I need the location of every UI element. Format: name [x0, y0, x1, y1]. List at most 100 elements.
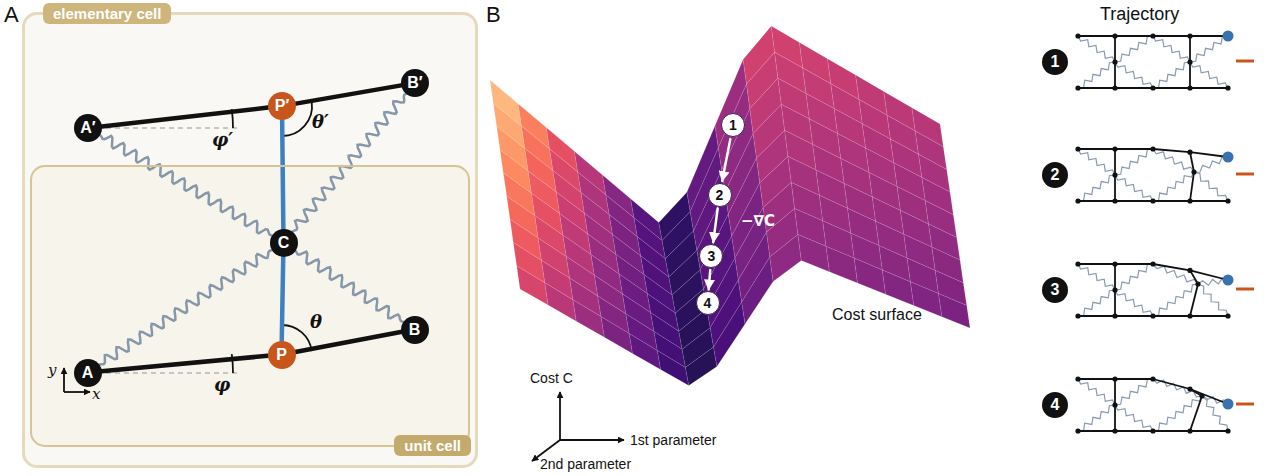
spring [1194, 157, 1228, 172]
spring [1078, 264, 1115, 290]
joint [1150, 33, 1155, 38]
bar [1115, 263, 1153, 265]
joint [1150, 428, 1155, 433]
spring [1115, 36, 1153, 62]
parameter-axes [532, 392, 624, 461]
cell-name: unit cell [404, 437, 461, 454]
bar [1115, 148, 1153, 150]
cell-name: elementary cell [53, 5, 161, 22]
trajectory-point: 4 [696, 291, 720, 315]
spring [1078, 149, 1115, 175]
joint [1112, 376, 1117, 381]
joint [1225, 85, 1230, 90]
axis-arrow [560, 439, 624, 441]
rigid-bar [296, 85, 401, 103]
step-number: 3 [1042, 277, 1068, 303]
target-line [1236, 60, 1254, 63]
joint [1225, 313, 1230, 318]
spring [1115, 264, 1153, 290]
node-letter: 1 [729, 118, 737, 132]
joint [1075, 85, 1080, 90]
spring [1153, 62, 1190, 88]
unit-cell-ground [30, 165, 470, 447]
spring-link [292, 94, 406, 232]
spring [1078, 62, 1115, 88]
axis-arrow [559, 392, 561, 440]
descent-arrow [713, 209, 717, 243]
bar [1114, 149, 1116, 175]
bar [1114, 62, 1116, 88]
surface-facet [685, 347, 717, 386]
bar [1078, 148, 1115, 150]
spring [1115, 290, 1153, 316]
spring [1115, 379, 1153, 405]
step-number: 4 [1042, 392, 1068, 418]
spring [1153, 264, 1198, 284]
bar [1189, 62, 1191, 88]
rigid-bar [101, 356, 267, 371]
panel-letter: A [4, 2, 19, 27]
target-line [1236, 288, 1254, 291]
joint [1187, 198, 1192, 203]
spring [1078, 175, 1115, 201]
bar [1114, 175, 1116, 201]
surface-facet [573, 300, 605, 338]
spring-link [99, 250, 272, 365]
joint [1191, 169, 1196, 174]
bar [1190, 172, 1194, 201]
joint [1112, 402, 1117, 407]
spring-link [100, 135, 271, 235]
joint [1187, 59, 1192, 64]
surface-facet [601, 317, 633, 354]
node-letter: A′ [80, 120, 95, 136]
node-letter: P′ [275, 98, 290, 114]
joint [1199, 393, 1204, 398]
joint [1225, 428, 1230, 433]
joint [1075, 198, 1080, 203]
joint [1112, 33, 1117, 38]
lattice [1075, 376, 1254, 433]
surface-facet [826, 246, 858, 283]
joint-node: B [401, 316, 429, 344]
cost-surface [490, 26, 970, 386]
bar [1114, 36, 1116, 62]
angle-label: φ [214, 375, 230, 396]
joint [1223, 31, 1234, 42]
node-letter: 4 [1051, 397, 1060, 413]
joint [1112, 146, 1117, 151]
pivot-node: P [268, 341, 296, 369]
spring [1190, 36, 1228, 62]
spring [1078, 379, 1115, 405]
node-letter: 1 [1051, 54, 1060, 70]
surface-facet [714, 302, 746, 367]
lattice [1075, 261, 1254, 318]
joint [1187, 386, 1192, 391]
x-axis-arrow [64, 391, 90, 393]
joint-node: A′ [74, 114, 102, 142]
surface-label: Cost surface [832, 306, 922, 324]
surface-facet [742, 257, 773, 324]
spring [1153, 396, 1202, 431]
pivot-node: P′ [268, 92, 296, 120]
bar [1190, 152, 1228, 157]
joint [1187, 313, 1192, 318]
bar [1114, 405, 1116, 431]
column-heading: Trajectory [1100, 4, 1179, 25]
bar [1190, 389, 1228, 404]
angle-label: φ′ [212, 130, 233, 151]
surface-facet [629, 334, 660, 370]
joint [1112, 172, 1117, 177]
axis-label: 1st parameter [630, 432, 716, 448]
node-letter: 3 [1051, 282, 1060, 298]
joint [1223, 152, 1234, 163]
joint-node: A [74, 359, 102, 387]
panel-letter: B [486, 2, 501, 27]
bar [1115, 378, 1153, 380]
axis-label: 2nd parameter [540, 456, 631, 472]
spring [1115, 149, 1153, 175]
joint [1112, 85, 1117, 90]
panel-a-art [22, 12, 478, 468]
bar [1078, 378, 1115, 380]
